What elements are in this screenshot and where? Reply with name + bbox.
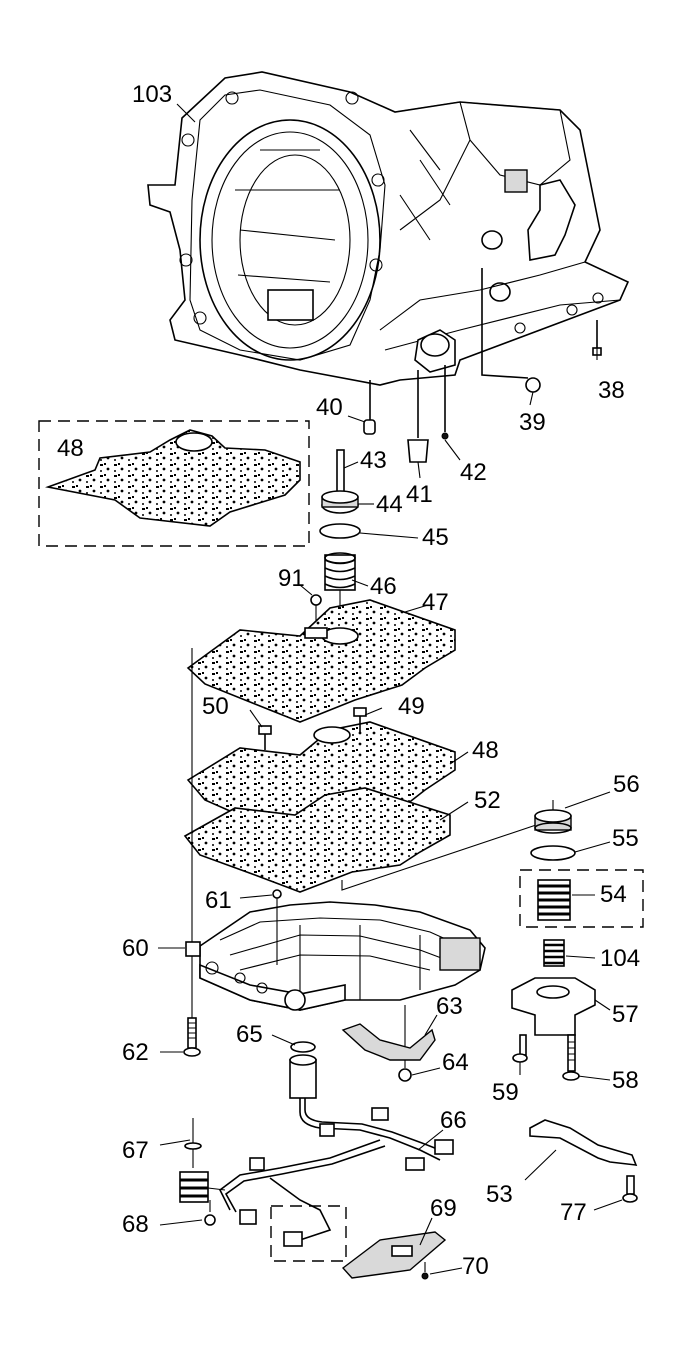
callout-57: 57 xyxy=(612,1001,639,1028)
callout-70: 70 xyxy=(462,1253,489,1280)
callout-53: 53 xyxy=(486,1181,513,1208)
callout-65: 65 xyxy=(236,1021,263,1048)
gasket-52 xyxy=(183,787,546,893)
callout-104: 104 xyxy=(600,945,640,972)
callout-68: 68 xyxy=(122,1211,149,1238)
callout-43: 43 xyxy=(360,447,387,474)
callout-91: 91 xyxy=(278,565,305,592)
callout-55: 55 xyxy=(612,825,639,852)
callout-69: 69 xyxy=(430,1195,457,1222)
callout-49: 49 xyxy=(398,693,425,720)
accumulator-right xyxy=(511,800,644,1081)
callout-41: 41 xyxy=(406,481,433,508)
callout-39: 39 xyxy=(519,409,546,436)
callout-42: 42 xyxy=(460,459,487,486)
callout-67: 67 xyxy=(122,1137,149,1164)
callout-62: 62 xyxy=(122,1039,149,1066)
callout-66: 66 xyxy=(440,1107,467,1134)
case-fasteners xyxy=(363,268,602,463)
cover-69 xyxy=(341,1231,447,1280)
callout-50: 50 xyxy=(202,693,229,720)
callout-52: 52 xyxy=(474,787,501,814)
callout-48-detail: 48 xyxy=(57,435,84,462)
callout-77: 77 xyxy=(560,1199,587,1226)
valve-body xyxy=(185,889,486,1055)
callout-103: 103 xyxy=(132,81,172,108)
callout-59: 59 xyxy=(492,1079,519,1106)
callout-labels: 103 38 39 40 41 42 43 44 45 46 47 48 48 … xyxy=(57,81,640,1280)
bracket-53 xyxy=(529,1119,638,1203)
wiring-harness-66 xyxy=(218,1041,454,1262)
callout-46: 46 xyxy=(370,573,397,600)
callout-60: 60 xyxy=(122,935,149,962)
spacer-plate-48-detail xyxy=(38,420,310,547)
spacer-plate-47 xyxy=(186,599,456,723)
leader-lines xyxy=(158,103,623,1275)
callout-61: 61 xyxy=(205,887,232,914)
callout-44: 44 xyxy=(376,491,403,518)
solenoid-67 xyxy=(179,1118,226,1226)
callout-64: 64 xyxy=(442,1049,469,1076)
callout-58: 58 xyxy=(612,1067,639,1094)
transmission-case xyxy=(147,71,630,386)
accumulator-stack xyxy=(310,449,361,630)
callout-63: 63 xyxy=(436,993,463,1020)
callout-45: 45 xyxy=(422,524,449,551)
deflector-63 xyxy=(341,1023,436,1082)
callout-56: 56 xyxy=(613,771,640,798)
callout-48: 48 xyxy=(472,737,499,764)
callout-40: 40 xyxy=(316,394,343,421)
callout-38: 38 xyxy=(598,377,625,404)
callout-54: 54 xyxy=(600,881,627,908)
callout-47: 47 xyxy=(422,589,449,616)
